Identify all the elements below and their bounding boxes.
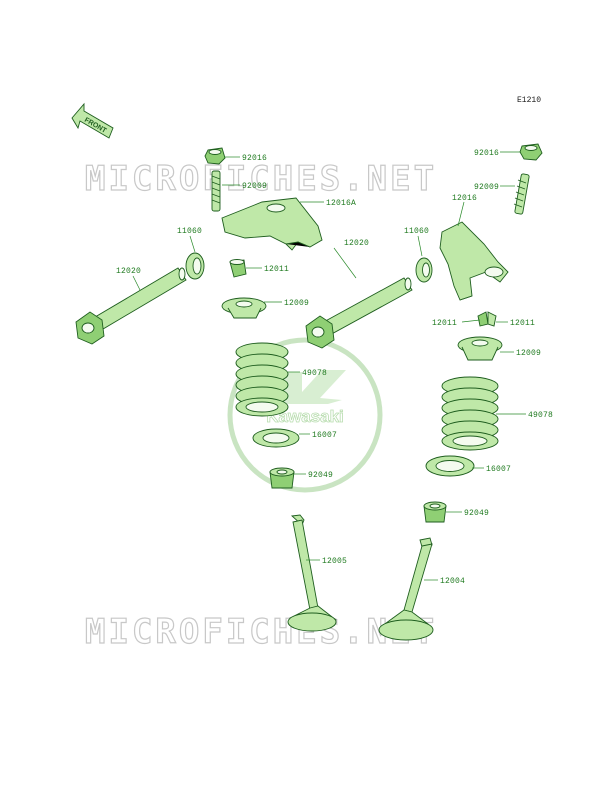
callout-92049-left: 92049: [308, 471, 333, 480]
washer-11060-right: [415, 257, 433, 283]
spring-49078-left: [235, 342, 289, 417]
spring-49078-right: [441, 376, 499, 451]
kawasaki-brand-text: Kawasaki: [266, 407, 344, 426]
callout-12016a: 12016A: [326, 199, 356, 208]
seal-92049-right: [423, 501, 447, 523]
callout-12016: 12016: [452, 194, 477, 203]
callout-12011-right-b: 12011: [510, 319, 535, 328]
shaft-12020-left: [75, 267, 187, 345]
callout-12004: 12004: [440, 577, 465, 586]
diagram-ref: E1210: [517, 96, 541, 105]
callout-12005: 12005: [322, 557, 347, 566]
callout-12020-right: 12020: [344, 239, 369, 248]
cotter-12011-right: [477, 311, 497, 327]
screw-92009-right: [513, 173, 530, 215]
shaft-12020-right: [305, 277, 413, 349]
callout-12009-right: 12009: [516, 349, 541, 358]
rocker-arm-12016a: [221, 197, 323, 251]
front-arrow-icon: FRONT: [71, 102, 114, 139]
callout-49078-right: 49078: [528, 411, 553, 420]
valve-12005: [287, 514, 337, 632]
rocker-arm-12016: [439, 221, 509, 301]
seat-16007-right: [425, 455, 475, 477]
kawasaki-logo: Kawasaki: [227, 337, 383, 493]
callout-49078-left: 49078: [302, 369, 327, 378]
seat-16007-left: [252, 428, 300, 448]
callout-92049-right: 92049: [464, 509, 489, 518]
callout-16007-right: 16007: [486, 465, 511, 474]
callout-92016-right: 92016: [474, 149, 499, 158]
callout-11060-right: 11060: [404, 227, 429, 236]
callout-12011-left: 12011: [264, 265, 289, 274]
callout-16007-left: 16007: [312, 431, 337, 440]
seal-92049-left: [269, 467, 295, 489]
watermark-top: MICROFICHES.NET: [85, 159, 437, 199]
retainer-12009-right: [457, 336, 503, 361]
valve-12004: [378, 537, 434, 641]
screw-92009-left: [211, 170, 221, 212]
callout-92009-left: 92009: [242, 182, 267, 191]
watermark-bottom: MICROFICHES.NET: [85, 612, 437, 652]
callout-12020-left: 12020: [116, 267, 141, 276]
nut-92016-right: [519, 143, 543, 161]
washer-11060-left: [185, 252, 205, 280]
callout-11060-left: 11060: [177, 227, 202, 236]
callout-92009-right: 92009: [474, 183, 499, 192]
retainer-12009-left: [221, 297, 267, 319]
callout-12011-right-a: 12011: [432, 319, 457, 328]
cotter-12011-left: [229, 259, 247, 278]
callout-92016-left: 92016: [242, 154, 267, 163]
callout-12009-left: 12009: [284, 299, 309, 308]
nut-92016-left: [204, 147, 226, 165]
